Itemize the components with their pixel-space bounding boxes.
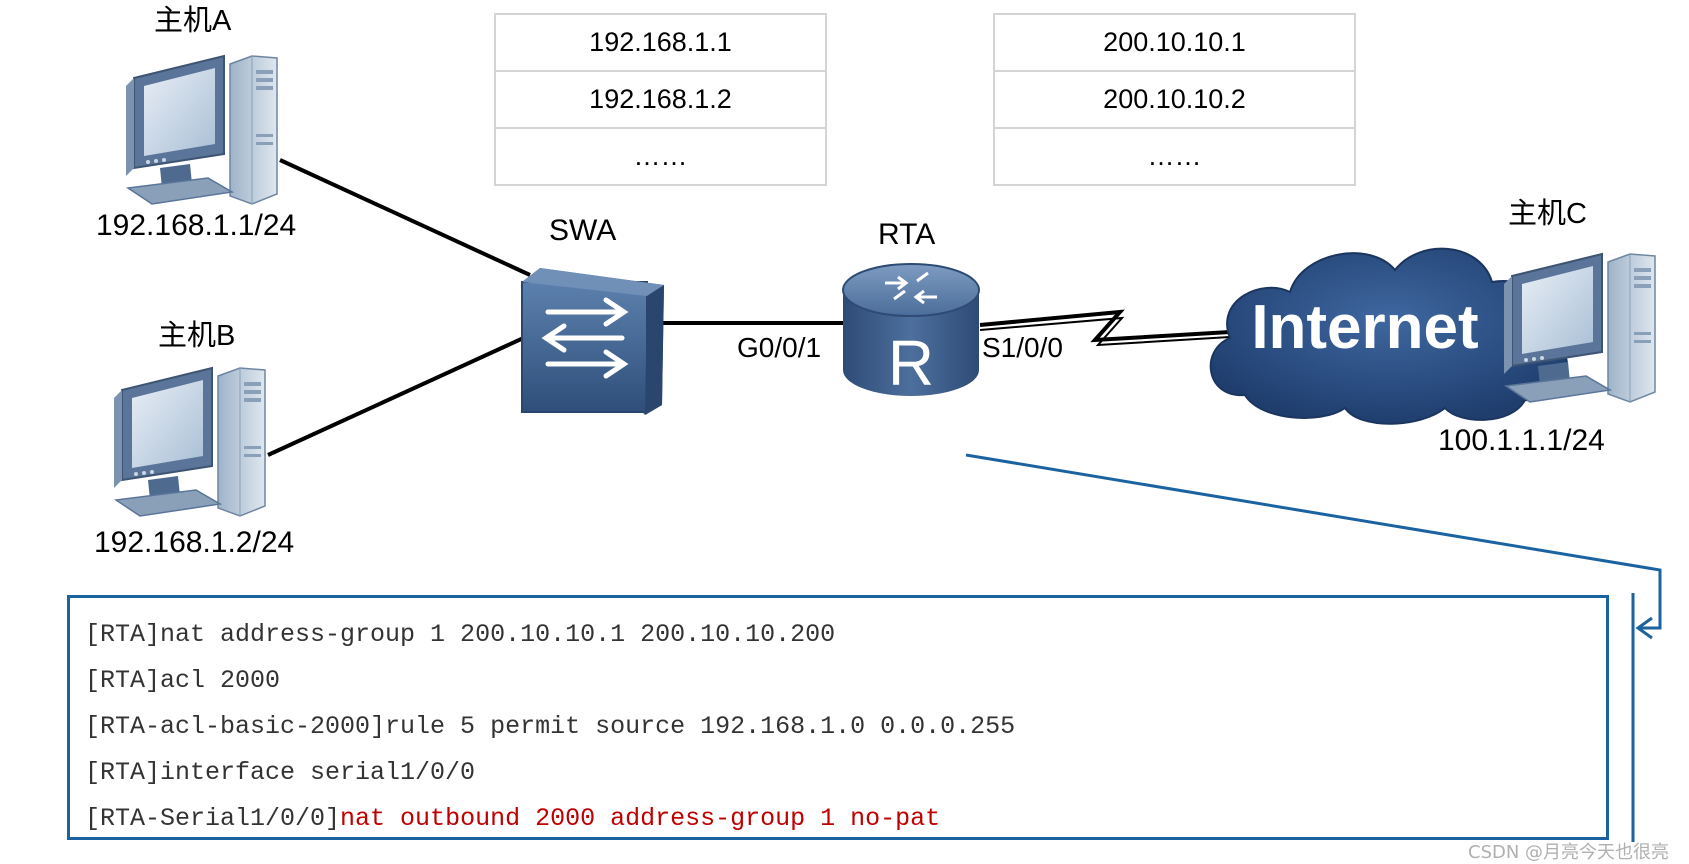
router-icon: R bbox=[842, 263, 980, 399]
config-line-5: [RTA-Serial1/0/0]nat outbound 2000 addre… bbox=[85, 806, 940, 831]
config-line-5-prefix: [RTA-Serial1/0/0] bbox=[85, 804, 341, 833]
internet-cloud-icon: Internet bbox=[1209, 247, 1568, 425]
host-b-ip: 192.168.1.2/24 bbox=[94, 526, 295, 559]
link-hostb-swa bbox=[267, 333, 531, 457]
config-line-4: [RTA]interface serial1/0/0 bbox=[85, 758, 476, 787]
host-c-ip: 100.1.1.1/24 bbox=[1438, 424, 1605, 457]
router-name: RTA bbox=[878, 218, 936, 251]
host-b-computer-icon bbox=[113, 367, 266, 517]
config-line-5-command: nat outbound 2000 address-group 1 no-pat bbox=[340, 804, 941, 833]
interface-s1-0-0: S1/0/0 bbox=[982, 332, 1063, 363]
internet-label: Internet bbox=[1251, 293, 1478, 362]
config-line-2: [RTA]acl 2000 bbox=[85, 666, 281, 695]
host-a-computer-icon bbox=[125, 55, 278, 205]
private-address-pool: 192.168.1.1 192.168.1.2 …… bbox=[494, 13, 827, 186]
host-a-ip: 192.168.1.1/24 bbox=[96, 209, 297, 242]
public-address-pool: 200.10.10.1 200.10.10.2 …… bbox=[993, 13, 1356, 186]
watermark: CSDN @月亮今天也很亮 bbox=[1468, 842, 1670, 863]
router-letter: R bbox=[888, 327, 934, 399]
host-b-name: 主机B bbox=[158, 320, 236, 352]
host-a-name: 主机A bbox=[154, 5, 232, 37]
link-rta-internet-serial bbox=[979, 309, 1231, 343]
config-callout: [RTA]nat address-group 1 200.10.10.1 200… bbox=[67, 595, 1609, 840]
link-hosta-swa bbox=[279, 158, 531, 277]
switch-icon bbox=[521, 268, 664, 415]
callout-connector bbox=[965, 453, 1662, 630]
pool-cell: …… bbox=[993, 127, 1356, 186]
pool-cell: …… bbox=[494, 127, 827, 186]
config-line-3: [RTA-acl-basic-2000]rule 5 permit source… bbox=[85, 712, 1016, 741]
interface-g0-0-1: G0/0/1 bbox=[737, 332, 822, 363]
switch-name: SWA bbox=[549, 214, 617, 247]
host-c-name: 主机C bbox=[1508, 198, 1587, 230]
pool-cell: 192.168.1.2 bbox=[494, 70, 827, 129]
config-line-1: [RTA]nat address-group 1 200.10.10.1 200… bbox=[85, 620, 836, 649]
pool-cell: 192.168.1.1 bbox=[494, 13, 827, 72]
pool-cell: 200.10.10.1 bbox=[993, 13, 1356, 72]
pool-cell: 200.10.10.2 bbox=[993, 70, 1356, 129]
